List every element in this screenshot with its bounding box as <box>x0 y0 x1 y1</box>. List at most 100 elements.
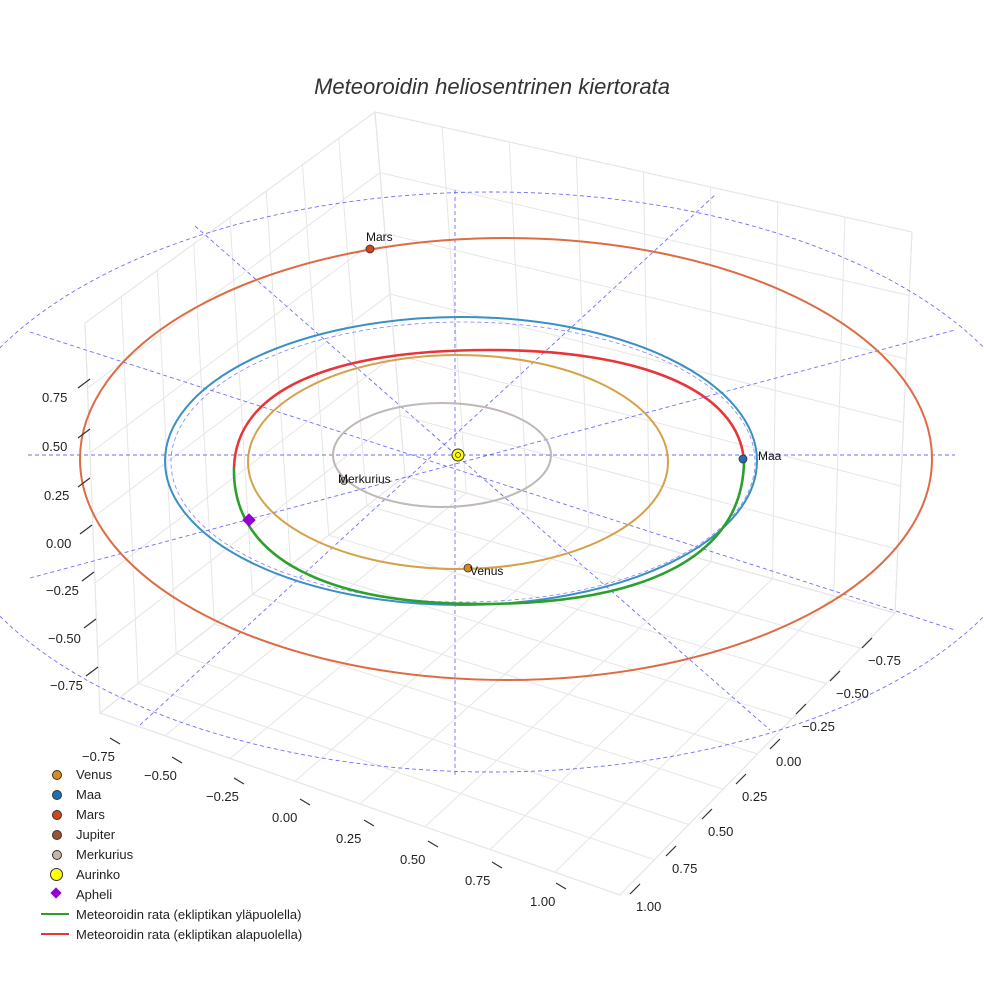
z-tick-mark <box>85 666 99 677</box>
legend-item: Merkurius <box>38 844 302 864</box>
maa-marker <box>738 454 748 464</box>
legend-label: Venus <box>76 766 113 782</box>
z-tick-mark <box>79 524 93 535</box>
axis-ticks: 0.75 0.50 0.25 0.00 −0.25 −0.50 −0.75 −0.75 −0.5… <box>42 378 901 914</box>
z-tick-label: 0.75 <box>42 390 67 405</box>
ecliptic-reference-line <box>139 194 716 726</box>
legend-symbol <box>38 904 76 924</box>
z-tick-label: 0.25 <box>44 488 69 503</box>
y-tick-label: −0.75 <box>868 653 901 668</box>
legend-item: Venus <box>38 764 302 784</box>
grid-line <box>389 293 904 423</box>
legend-symbol <box>38 924 76 944</box>
merkurius-label: Merkurius <box>338 472 391 486</box>
legend-symbol <box>38 864 76 884</box>
y-tick-mark <box>665 845 677 857</box>
z-tick-mark <box>83 618 97 629</box>
legend-item: Mars <box>38 804 302 824</box>
meteoroid-orbit-below <box>232 348 746 469</box>
x-tick-mark <box>171 756 183 764</box>
z-tick-label: 0.00 <box>46 536 71 551</box>
grid-line <box>94 354 396 584</box>
z-tick-label: 0.50 <box>42 439 67 454</box>
z-tick-mark <box>77 428 91 439</box>
venus-label: Venus <box>470 564 503 578</box>
y-tick-label: 0.50 <box>708 824 733 839</box>
y-tick-mark <box>861 637 873 649</box>
legend-label: Mars <box>76 806 105 822</box>
legend-label: Meteoroidin rata (ekliptikan yläpuolella… <box>76 906 302 922</box>
maa-label: Maa <box>758 449 782 463</box>
legend-label: Merkurius <box>76 846 134 862</box>
grid-line <box>619 612 896 896</box>
grid-line <box>99 475 406 714</box>
legend-item: Meteoroidin rata (ekliptikan yläpuolella… <box>38 904 302 924</box>
grid-line <box>379 172 910 296</box>
mars-marker <box>365 244 375 254</box>
legend-item: Aurinko <box>38 864 302 884</box>
grid-lines <box>84 111 913 896</box>
x-tick-label: 0.75 <box>465 873 490 888</box>
aphelion-marker <box>242 513 256 527</box>
y-tick-label: 0.75 <box>672 861 697 876</box>
z-tick-label: −0.25 <box>46 583 79 598</box>
grid-line <box>489 578 773 850</box>
z-tick-label: −0.75 <box>50 678 83 693</box>
y-tick-mark <box>629 883 641 895</box>
legend-symbol <box>38 804 76 824</box>
grid-line <box>87 172 381 389</box>
z-tick-label: −0.50 <box>48 631 81 646</box>
mars-label: Mars <box>366 230 393 244</box>
x-tick-label: −0.50 <box>144 768 177 783</box>
y-tick-label: −0.50 <box>836 686 869 701</box>
orbit-mars <box>79 237 933 681</box>
ecliptic-reference-line <box>194 225 771 731</box>
x-tick-mark <box>109 737 121 745</box>
x-tick-label: 0.25 <box>336 831 361 846</box>
grid-line <box>424 561 712 828</box>
grid-line <box>229 509 528 759</box>
grid-line <box>394 354 901 487</box>
x-tick-mark <box>363 819 375 827</box>
x-tick-label: 0.00 <box>272 810 297 825</box>
x-tick-label: −0.25 <box>206 789 239 804</box>
y-tick-label: 1.00 <box>636 899 661 914</box>
legend-symbol <box>38 844 76 864</box>
y-tick-mark <box>829 670 841 682</box>
legend-symbol <box>38 784 76 804</box>
legend-symbol <box>38 764 76 784</box>
x-tick-mark <box>233 777 245 785</box>
z-tick-mark <box>77 477 91 488</box>
y-tick-label: 0.25 <box>742 789 767 804</box>
x-tick-label: 0.50 <box>400 852 425 867</box>
legend-symbol <box>38 824 76 844</box>
legend-item: Jupiter <box>38 824 302 844</box>
grid-line <box>374 111 913 233</box>
legend-item: Apheli <box>38 884 302 904</box>
merkurius-marker <box>340 477 348 485</box>
y-tick-mark <box>795 703 807 715</box>
grid-line <box>92 293 391 519</box>
y-tick-label: 0.00 <box>776 754 801 769</box>
ecliptic-reference-line <box>29 329 956 579</box>
x-tick-label: −0.75 <box>82 749 115 764</box>
grid-line <box>399 414 898 550</box>
legend-label: Jupiter <box>76 826 116 842</box>
y-tick-mark <box>769 738 781 750</box>
z-tick-mark <box>81 571 95 582</box>
reference-lines <box>0 190 984 775</box>
grid-line <box>384 232 907 360</box>
legend-label: Apheli <box>76 886 113 902</box>
legend-label: Aurinko <box>76 866 121 882</box>
grid-line <box>554 595 835 873</box>
sun-marker-core <box>455 452 461 458</box>
legend-item: Maa <box>38 784 302 804</box>
legend-item: Meteoroidin rata (ekliptikan alapuolella… <box>38 924 302 944</box>
legend-symbol <box>38 884 76 904</box>
y-tick-label: −0.25 <box>802 719 835 734</box>
x-tick-mark <box>299 798 311 806</box>
y-tick-mark <box>735 773 747 785</box>
